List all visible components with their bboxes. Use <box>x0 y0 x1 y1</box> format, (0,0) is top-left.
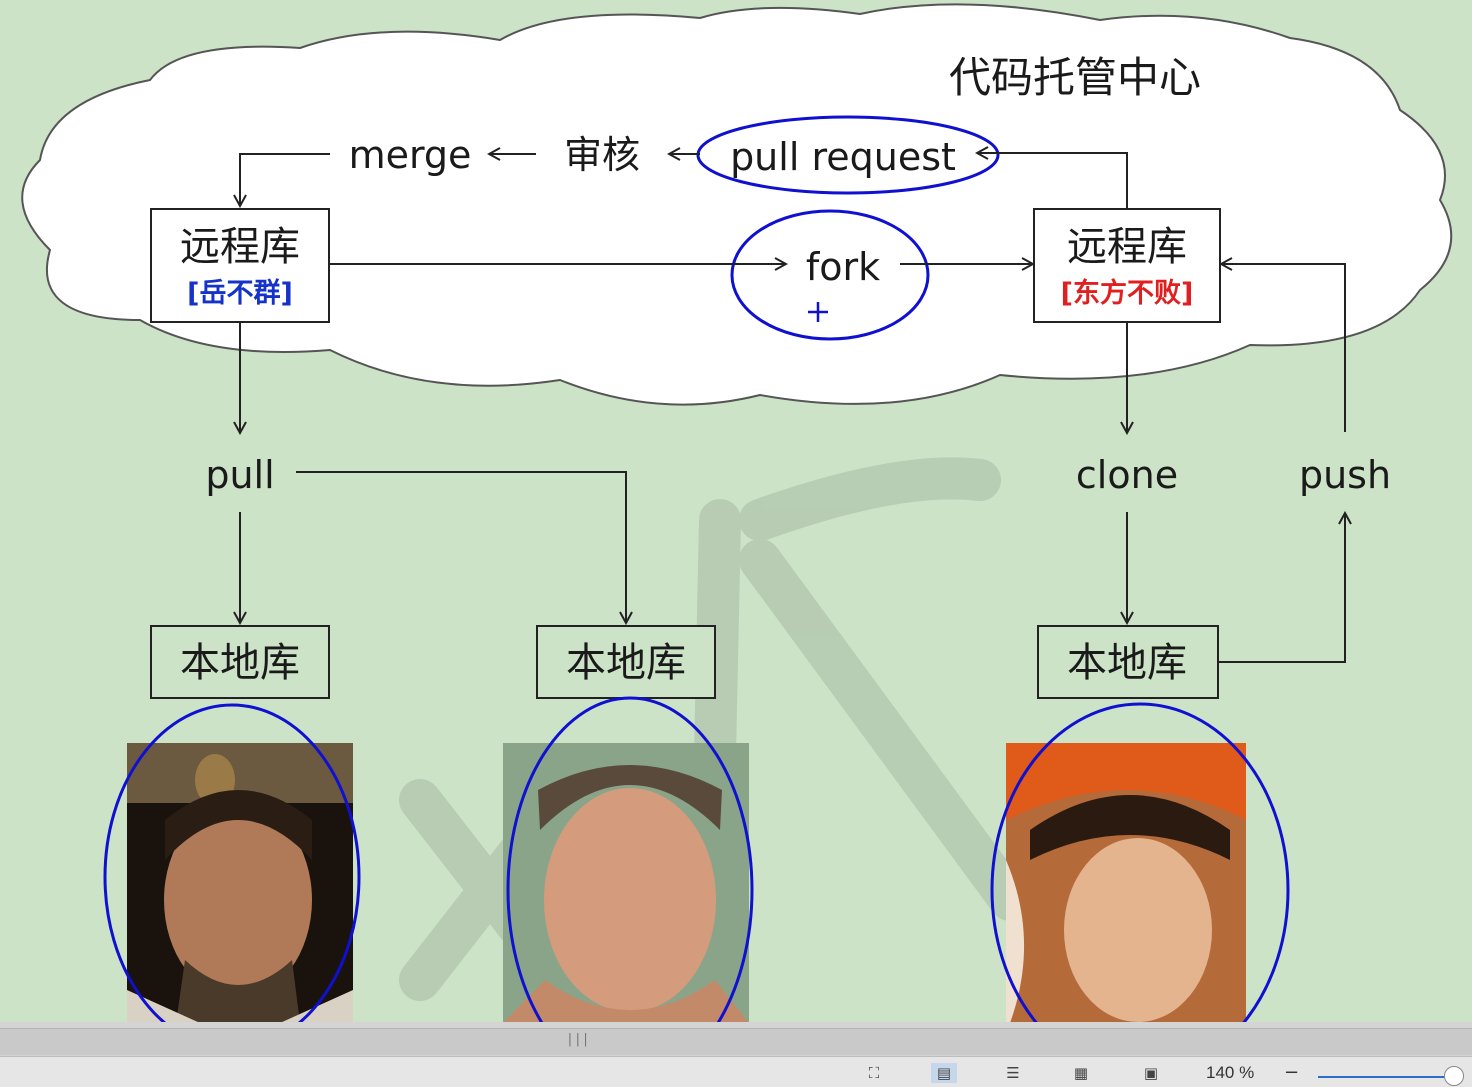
pull-request-label: pull request <box>730 135 956 179</box>
arrow-push-to-remote-right <box>1222 264 1346 432</box>
fit-page-icon[interactable]: ⛶ <box>868 1064 880 1082</box>
pull-label: pull <box>205 453 274 497</box>
review-label: 审核 <box>564 133 640 177</box>
clone-label: clone <box>1076 453 1178 497</box>
view-toolbar <box>0 1056 1472 1087</box>
arrow-merge-to-remote-left <box>240 153 330 205</box>
local-repo-2-label: 本地库 <box>566 640 686 686</box>
print-layout-icon[interactable]: ▤ <box>931 1063 957 1083</box>
zoom-level[interactable]: 140 % <box>1206 1063 1255 1082</box>
push-label: push <box>1299 453 1391 497</box>
arrow-local-3-to-push <box>1218 514 1345 663</box>
zoom-slider[interactable] <box>1318 1076 1456 1078</box>
arrow-remote-right-to-pull-request <box>978 153 1128 208</box>
local-repo-3-label: 本地库 <box>1067 640 1187 686</box>
scrollbar-grip[interactable]: ||| <box>566 1032 590 1047</box>
code-hosting-cloud <box>21 3 1453 406</box>
horizontal-scrollbar[interactable] <box>0 1028 1472 1055</box>
cursor-crosshair-icon <box>808 302 828 322</box>
fork-label: fork <box>806 245 880 289</box>
reading-mode-icon[interactable]: ▦ <box>1073 1064 1089 1082</box>
portrait-linghu-chong <box>503 743 749 1023</box>
local-repo-1-label: 本地库 <box>180 640 300 686</box>
portrait-yue-buqun <box>127 743 353 1023</box>
fork-highlight <box>730 209 930 341</box>
remote-repo-left-title: 远程库 <box>180 224 300 270</box>
remote-repo-left-owner: [岳不群] <box>187 278 293 309</box>
arrow-pull-to-local-2 <box>296 471 626 622</box>
merge-label: merge <box>349 133 472 177</box>
page-view-icon[interactable]: ▣ <box>1143 1064 1159 1082</box>
zoom-out-button[interactable]: − <box>1284 1062 1300 1083</box>
remote-repo-left-box <box>150 208 330 323</box>
local-repo-3-box <box>1037 625 1219 699</box>
web-layout-icon[interactable]: ☰ <box>1006 1064 1020 1082</box>
zoom-slider-thumb[interactable] <box>1444 1066 1464 1086</box>
remote-repo-right-owner: [东方不败] <box>1061 277 1194 309</box>
remote-repo-right-title: 远程库 <box>1067 224 1187 270</box>
hosting-center-title: 代码托管中心 <box>949 53 1201 102</box>
local-repo-1-box <box>150 625 330 699</box>
portrait-dongfang-bubai <box>1006 743 1246 1023</box>
